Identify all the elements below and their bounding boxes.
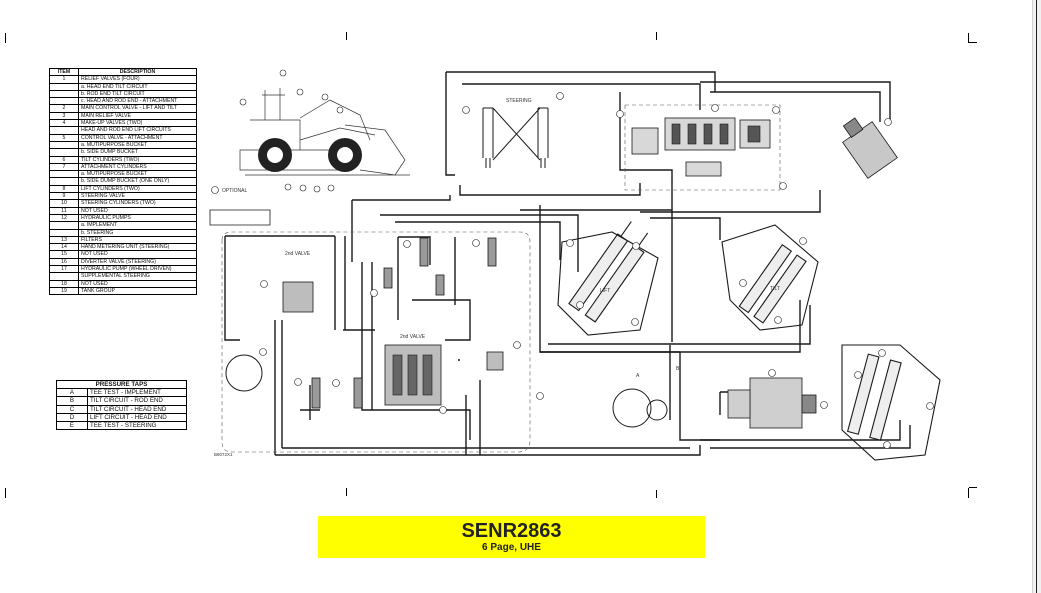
items-row-description: a. MUTIPURPOSE BUCKET [78, 170, 197, 179]
items-row-description: STEERING CYLINDERS (TWO) [78, 199, 197, 208]
crop-mark-bottom-right-v [968, 488, 969, 498]
pressure-tap-description: TEE TEST - IMPLEMENT [87, 388, 187, 398]
document-subtitle: 6 Page, UHE [482, 542, 541, 553]
items-row-description: b. ROD END TILT CIRCUIT [78, 89, 197, 99]
items-row-description: a. MUTIPURPOSE BUCKET [78, 140, 197, 150]
items-row-description: HAND METERING UNIT (STEERING) [78, 243, 197, 252]
crop-mark-bottom-mid-1 [346, 488, 347, 496]
items-row-description: MAIN CONTROL VALVE - LIFT AND TILT [78, 104, 197, 113]
items-row-description: c. HEAD AND ROD END - ATTACHMENT [78, 97, 197, 106]
items-row-description: RELIEF VALVES (FOUR) [78, 75, 197, 84]
crop-mark-bottom-right-h [969, 487, 977, 488]
items-row-description: ATTACHMENT CYLINDERS [78, 162, 197, 172]
pressure-taps-title: PRESSURE TAPS [56, 379, 187, 390]
label-2nd-valve-a: 2nd VALVE [285, 251, 311, 257]
crop-mark-top-mid-1 [346, 32, 347, 40]
vertical-scrollbar[interactable] [1032, 0, 1041, 593]
label-tap-b: B [676, 366, 680, 372]
items-row-description: HYDRAULIC PUMP (WHEEL DRIVEN) [78, 264, 197, 274]
items-row-description: NOT USED [78, 279, 197, 288]
crop-mark-top-mid-2 [656, 32, 657, 40]
items-row-description: TANK GROUP [78, 286, 197, 296]
items-row: SUPPLEMENTAL STEERING [49, 272, 197, 281]
items-row-description: DIVERTER VALVE (STEERING) [78, 257, 197, 267]
pressure-tap-description: TILT CIRCUIT - ROD END [87, 396, 187, 406]
label-tilt: TILT [770, 286, 780, 292]
crop-mark-bottom-left [5, 488, 6, 498]
items-row-description: b. SIDE DUMP BUCKET [78, 148, 197, 157]
label-tap-a: A [636, 373, 640, 379]
label-2nd-valve-b: 2nd VALVE [400, 334, 426, 340]
label-optional: OPTIONAL [222, 188, 248, 194]
crop-mark-top-right-h [969, 42, 977, 43]
items-header-description: DESCRIPTION [78, 67, 197, 77]
items-row-description: HEAD AND ROD END LIFT CIRCUITS [78, 126, 197, 135]
items-row-description: TILT CYLINDERS (TWO) [78, 155, 197, 164]
items-row-description: a. HEAD END TILT CIRCUIT [78, 82, 197, 91]
document-title-box: SENR2863 6 Page, UHE [318, 516, 705, 558]
drawing-number: B6072X1 [214, 452, 233, 457]
items-row-description: LIFT CYLINDERS (TWO) [78, 184, 197, 194]
crop-mark-top-left [5, 33, 6, 43]
items-row-description: SUPPLEMENTAL STEERING [78, 272, 197, 281]
items-row-description: b. SIDE DUMP BUCKET (ONE ONLY) [78, 177, 197, 186]
document-title: SENR2863 [461, 520, 562, 542]
pressure-tap-description: TEE TEST - STEERING [87, 421, 187, 431]
items-row-description: NOT USED [78, 250, 197, 259]
label-steering: STEERING [506, 98, 532, 104]
label-lift: LIFT [600, 288, 610, 294]
crop-mark-top-right-v [968, 33, 969, 43]
pressure-tap-description: TILT CIRCUIT - HEAD END [87, 404, 187, 414]
items-row-description: CONTROL VALVE - ATTACHMENT [78, 133, 197, 142]
pressure-tap-description: LIFT CIRCUIT - HEAD END [87, 412, 187, 423]
items-row-description: MAKE-UP VALVES (TWO) [78, 119, 197, 128]
crop-mark-bottom-mid-2 [656, 490, 657, 498]
